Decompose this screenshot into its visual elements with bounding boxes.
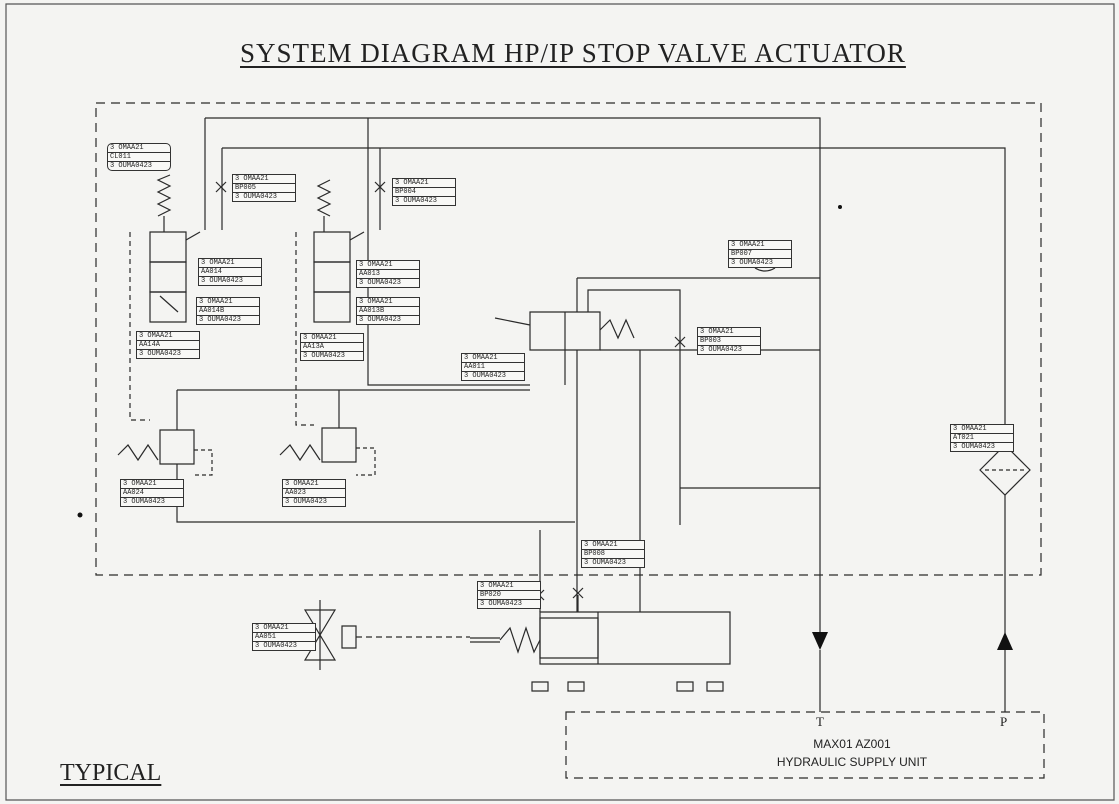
pilot-valve-1 [118,390,575,522]
footer-label: TYPICAL [60,760,162,786]
dump-valve [495,278,820,612]
hpu-boundary [566,712,1044,778]
tank-arrow-icon [812,632,828,650]
page-title: SYSTEM DIAGRAM HP/IP STOP VALVE ACTUATOR [240,38,906,68]
trip-valve [305,600,470,670]
filter-symbol [980,445,1030,495]
pilot-valve-2 [280,390,375,475]
solenoid-valve-1 [130,175,200,420]
limit-switches [532,682,723,691]
hpu-tag: MAX01 AZ001 [813,737,891,751]
port-t-label: T [816,714,824,729]
hpu-name: HYDRAULIC SUPPLY UNIT [776,755,928,769]
sheet-frame [6,4,1114,800]
port-p-label: P [1000,714,1008,729]
pressure-header [205,118,820,640]
orifices [216,182,775,600]
hydraulic-supply-unit-label: MAX01 AZ001 HYDRAULIC SUPPLY UNIT [752,735,952,771]
supply-line [222,148,1005,440]
actuator-boundary [96,103,1041,575]
solenoid-valve-2 [296,180,364,425]
pressure-arrow-icon [997,632,1013,650]
actuator-cylinder [470,530,730,664]
